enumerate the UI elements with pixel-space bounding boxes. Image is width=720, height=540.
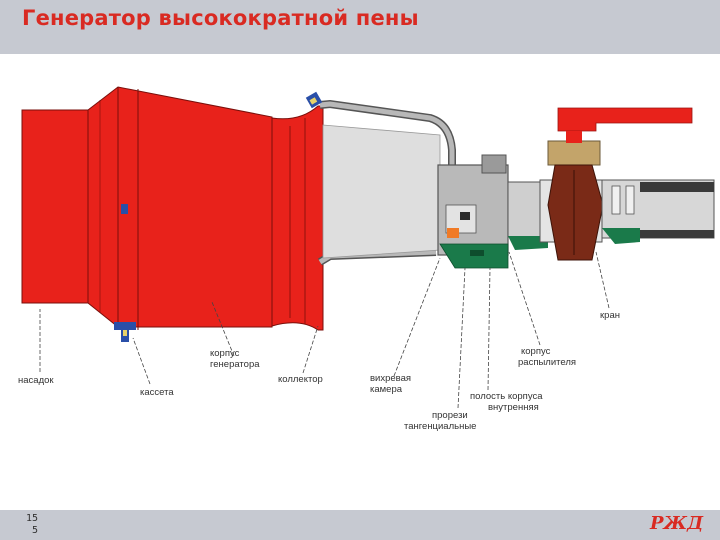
label-kran: кран bbox=[600, 310, 620, 321]
page-number-line2: 5 bbox=[31, 525, 38, 536]
label-korpus-generatora-2: генератора bbox=[210, 359, 260, 370]
valve bbox=[539, 107, 693, 261]
outlet-pipe bbox=[601, 179, 715, 244]
label-prorezi-2: тангенциальные bbox=[404, 421, 476, 432]
rzd-logo: РЖД bbox=[650, 513, 704, 534]
label-korpus-raspylitelya-2: распылителя bbox=[518, 357, 576, 368]
label-polost-1: полость корпуса bbox=[470, 391, 543, 402]
collector-pipe bbox=[305, 91, 456, 266]
label-kollektor: коллектор bbox=[278, 374, 323, 385]
sprayer-body bbox=[437, 154, 548, 269]
leader-lines bbox=[39, 251, 610, 409]
footer-bar: 15 5 РЖД bbox=[0, 510, 720, 540]
label-vikhrevaya-2: камера bbox=[370, 384, 403, 395]
cassette-fastener bbox=[114, 204, 136, 342]
label-vikhrevaya-1: вихревая bbox=[370, 373, 411, 384]
foam-generator-diagram: насадок кассета корпус генератора коллек… bbox=[18, 86, 715, 432]
page-title: Генератор высокократной пены bbox=[22, 6, 419, 30]
page-number-line1: 15 bbox=[25, 513, 38, 524]
label-prorezi-1: прорези bbox=[432, 410, 468, 421]
label-polost-2: внутренняя bbox=[488, 402, 539, 413]
header-bar: Генератор высокократной пены bbox=[0, 0, 720, 54]
label-nasadok: насадок bbox=[18, 375, 54, 386]
label-kasseta: кассета bbox=[140, 387, 174, 398]
generator-body bbox=[21, 86, 324, 331]
label-korpus-generatora-1: корпус bbox=[210, 348, 240, 359]
page-number: 15 5 bbox=[16, 513, 38, 537]
label-korpus-raspylitelya-1: корпус bbox=[521, 346, 551, 357]
